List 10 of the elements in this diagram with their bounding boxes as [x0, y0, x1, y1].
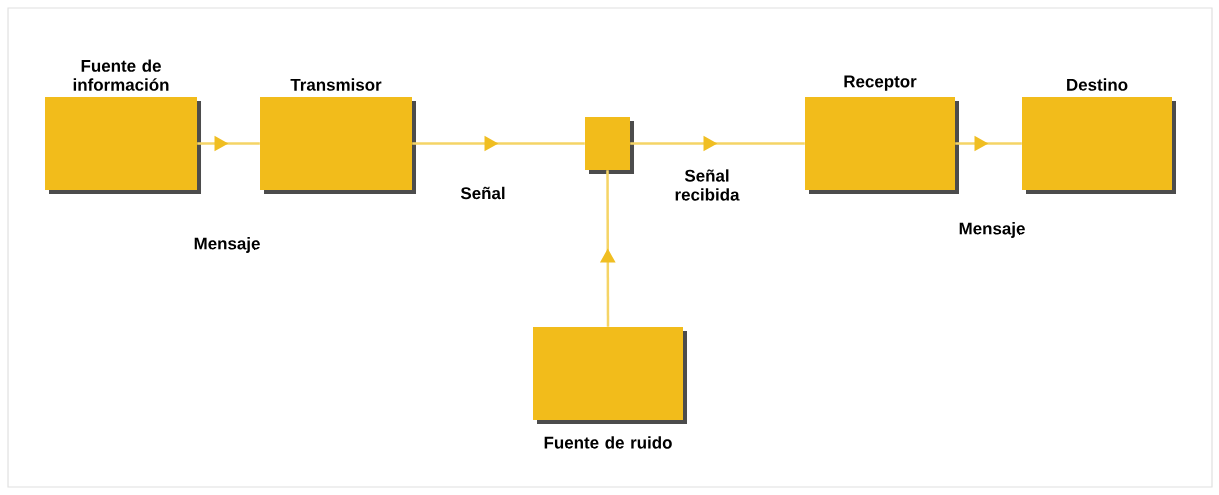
signal-label: Señal — [460, 186, 505, 200]
box-heading: Fuente de información — [73, 59, 169, 91]
box-heading: Destino — [1067, 78, 1128, 91]
signal-label: Señal recibida — [675, 169, 740, 201]
signal-label: Mensaje — [959, 222, 1025, 238]
process-box — [585, 117, 634, 174]
box-heading: Fuente de ruido — [544, 436, 672, 449]
box-heading: Transmisor — [290, 78, 382, 91]
box-heading: Receptor — [844, 75, 917, 91]
signal-label: Mensaje — [194, 237, 260, 253]
